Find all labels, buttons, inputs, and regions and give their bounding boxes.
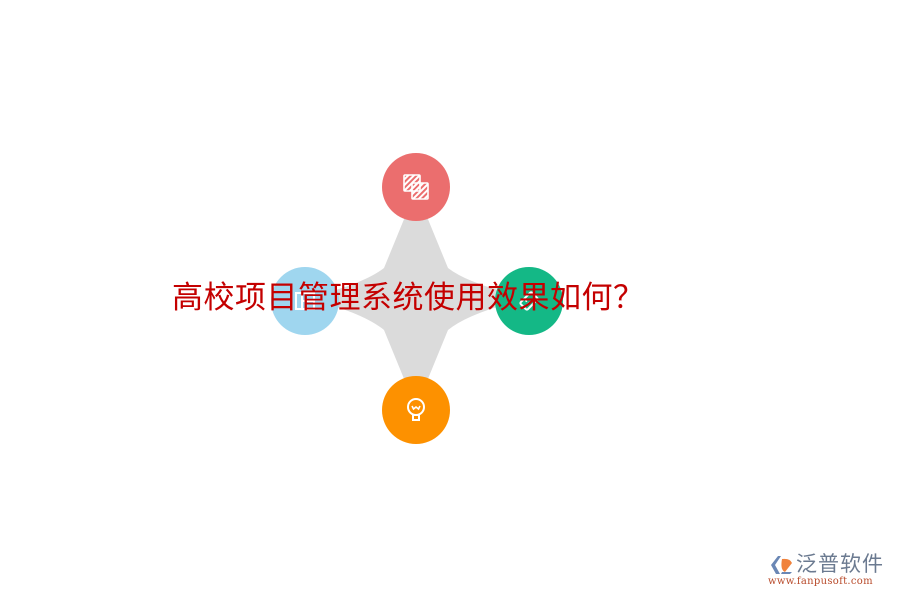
brand-logo: 泛普软件 www.fanpusoft.com <box>768 551 893 591</box>
tag-ticket-icon <box>519 291 539 311</box>
page-title: 高校项目管理系统使用效果如何？ <box>172 280 645 316</box>
node-top <box>382 153 450 221</box>
node-bottom <box>382 376 450 444</box>
fanpu-logo-icon <box>771 556 792 574</box>
brand-url: www.fanpusoft.com <box>768 576 873 587</box>
lightbulb-icon <box>407 398 425 421</box>
node-left <box>271 267 339 335</box>
layers-striped-icon <box>403 174 429 200</box>
node-right <box>495 267 563 335</box>
brand-name: 泛普软件 <box>796 552 884 576</box>
window-panel-icon <box>295 292 315 310</box>
